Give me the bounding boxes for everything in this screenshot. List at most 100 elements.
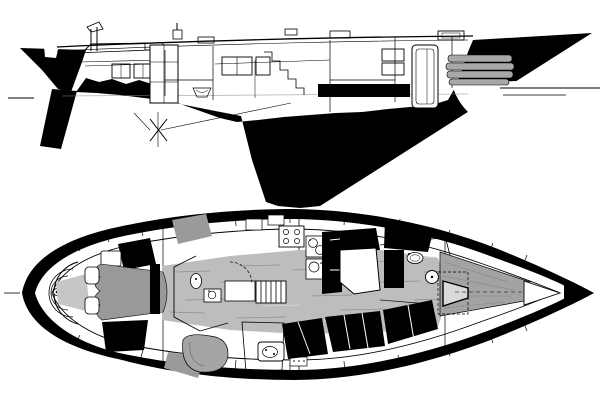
fwd-head-wall-1: [379, 237, 441, 246]
galley-locker-1: [245, 218, 263, 231]
transom-seat-arc-3: [50, 275, 69, 311]
aft-head-faucet: [208, 290, 210, 292]
settee-seam: [297, 321, 311, 355]
deck-seam: [343, 360, 346, 374]
aft-panel-gray: [172, 214, 212, 244]
panel-dot: [303, 360, 305, 362]
settee-seam: [361, 312, 369, 349]
v-berth-streak: [442, 275, 515, 291]
companionway-steps: [264, 51, 305, 95]
shelf-line: [214, 59, 331, 65]
settee-base-black: [318, 84, 410, 97]
window-salon-small: [255, 56, 271, 76]
fwd-cabin-door: [411, 44, 439, 109]
deck-seam: [234, 359, 237, 373]
aft-hatch-white: [100, 250, 122, 267]
deck-seam: [397, 354, 401, 368]
window-fwd-upper: [381, 48, 405, 62]
hatch-mid: [197, 36, 215, 44]
port-seat-line: [189, 341, 205, 367]
aft-head-wall: [173, 255, 201, 332]
vent: [284, 28, 298, 36]
fwd-cabin-door-inner: [415, 48, 435, 105]
vberth-slat-4: [448, 78, 510, 86]
dinette-table: [339, 247, 381, 295]
prop-blade-2: [149, 118, 168, 142]
deck-seam: [139, 224, 144, 237]
deck-seam: [446, 344, 451, 357]
plan-view: [4, 209, 594, 380]
sole-streak: [169, 311, 206, 314]
deck-seam: [74, 334, 81, 346]
aft-head-sink-bowl: [207, 290, 217, 300]
stove-burner: [294, 238, 300, 244]
deck-seam: [522, 254, 528, 266]
berth-line-aft: [84, 63, 151, 67]
galley-sink-bowl: [195, 89, 209, 93]
vberth-slat-1: [447, 54, 513, 63]
deck-seam: [488, 242, 494, 255]
deck-seam: [488, 331, 494, 344]
galley-stove: [278, 225, 305, 248]
aft-locker-black-bottom: [102, 320, 148, 352]
deck-seam: [104, 231, 110, 243]
port-settee-black-2: [325, 311, 385, 352]
sole-streak: [339, 308, 387, 311]
v-berth-streak: [443, 301, 505, 309]
galley-sink-bowl-1: [308, 238, 318, 248]
coaming-line: [79, 59, 161, 63]
anchor-locker: [523, 280, 562, 306]
mast-fitting: [172, 29, 183, 40]
pedestal-cap: [86, 21, 104, 33]
dinette-back-black: [384, 220, 434, 252]
aft-berth-foot-black: [150, 264, 160, 314]
panel-dot: [293, 360, 295, 362]
door-swing-arc: [229, 261, 253, 285]
port-compartment: [241, 321, 285, 373]
transom-seat-arc-2: [48, 268, 74, 318]
stern-notch: [44, 46, 59, 58]
aft-sole-gray: [56, 274, 90, 312]
stern-counter-black: [20, 48, 86, 92]
bow-tip-black: [564, 284, 594, 302]
rail-line: [56, 39, 469, 52]
sole-streak: [174, 270, 211, 273]
deck-seam: [139, 349, 144, 362]
profile-view: [8, 21, 600, 208]
aft-berth-pillow-1: [84, 266, 100, 285]
deck-seam: [446, 229, 451, 242]
sole-streak: [235, 316, 287, 319]
aft-locker-black-top: [118, 238, 156, 270]
aft-head-sink: [203, 288, 222, 303]
vanity-dot-2: [273, 353, 275, 355]
sole-streak: [239, 264, 281, 267]
dinette-settee-seam: [329, 238, 341, 241]
deck-seam: [343, 212, 346, 226]
hatch-salon: [329, 30, 351, 39]
sole-streak: [311, 294, 353, 297]
aft-head-toilet-dot: [195, 278, 197, 280]
vanity-bowl: [262, 346, 278, 358]
companionway-landing: [224, 280, 256, 302]
sole-streak: [261, 304, 301, 307]
galley-sink-bowl-3: [308, 261, 320, 273]
windshield: [81, 42, 152, 54]
bow-berth-pocket: [452, 81, 516, 112]
hatch-bow-inner: [441, 32, 461, 39]
aft-deck-line: [74, 49, 151, 54]
deck-seam: [234, 213, 237, 227]
stove-burner: [283, 229, 289, 235]
fwd-head-sink-inner: [409, 254, 421, 262]
prop-strut: [133, 112, 151, 131]
settee-seam: [407, 304, 415, 341]
window-fwd-lower: [381, 62, 405, 76]
vberth-slat-3: [446, 70, 514, 79]
galley-faucet-2: [320, 262, 322, 264]
galley-locker-2: [267, 214, 285, 226]
port-seat-gray: [182, 334, 229, 373]
fwd-head-wall-3: [379, 299, 431, 305]
galley-faucet-1: [309, 239, 311, 241]
deck-seam: [522, 320, 528, 332]
settee-seam: [343, 314, 351, 350]
